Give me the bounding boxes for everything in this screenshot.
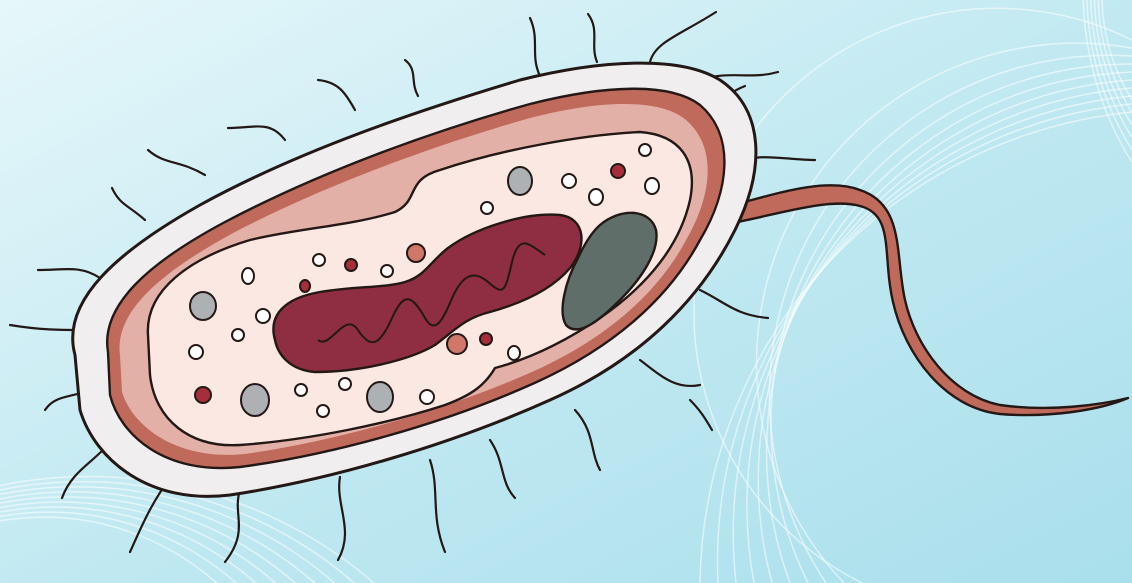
granule xyxy=(447,334,467,354)
ribosome xyxy=(562,174,576,188)
ribosome xyxy=(256,309,270,323)
granule xyxy=(345,259,357,271)
ribosome xyxy=(295,384,307,396)
storage-inclusion xyxy=(241,384,269,416)
ribosome xyxy=(339,378,351,390)
ribosome xyxy=(232,329,244,341)
ribosome xyxy=(381,265,393,277)
ribosome xyxy=(313,254,325,266)
storage-inclusion xyxy=(367,382,393,412)
ribosome xyxy=(481,202,493,214)
granule xyxy=(300,280,310,292)
ribosome xyxy=(589,189,603,205)
ribosome xyxy=(189,345,203,359)
ribosome xyxy=(242,268,254,284)
ribosome xyxy=(420,390,434,404)
granule xyxy=(480,333,492,345)
ribosome xyxy=(317,405,329,417)
storage-inclusion xyxy=(508,167,532,195)
granule xyxy=(195,387,211,403)
ribosome xyxy=(508,346,520,360)
ribosome xyxy=(645,178,659,194)
ribosome xyxy=(639,144,651,156)
storage-inclusion xyxy=(190,292,216,320)
granule xyxy=(407,244,425,262)
granule xyxy=(611,164,625,178)
